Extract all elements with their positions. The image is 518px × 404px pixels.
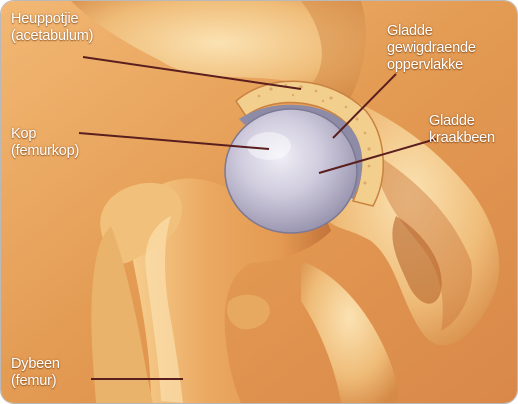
femoral-head-shine — [247, 132, 291, 160]
label-femoral-head-line1: Kop — [11, 126, 79, 143]
label-femur-line2: (femur) — [11, 373, 60, 390]
label-smooth-surface-line3: oppervlakke — [387, 57, 476, 74]
label-cartilage-line2: kraakbeen — [429, 130, 495, 147]
label-hip-socket-line1: Heuppotjie — [11, 11, 93, 28]
label-femur: Dybeen (femur) — [11, 356, 60, 390]
label-femoral-head-line2: (femurkop) — [11, 143, 79, 160]
label-smooth-surface-line2: gewigdraende — [387, 40, 476, 57]
label-hip-socket-line2: (acetabulum) — [11, 28, 93, 45]
label-hip-socket: Heuppotjie (acetabulum) — [11, 11, 93, 45]
label-smooth-surface-line1: Gladde — [387, 23, 476, 40]
label-femur-line1: Dybeen — [11, 356, 60, 373]
label-femoral-head: Kop (femurkop) — [11, 126, 79, 160]
label-smooth-surface: Gladde gewigdraende oppervlakke — [387, 23, 476, 74]
label-cartilage-line1: Gladde — [429, 113, 495, 130]
label-cartilage: Gladde kraakbeen — [429, 113, 495, 147]
